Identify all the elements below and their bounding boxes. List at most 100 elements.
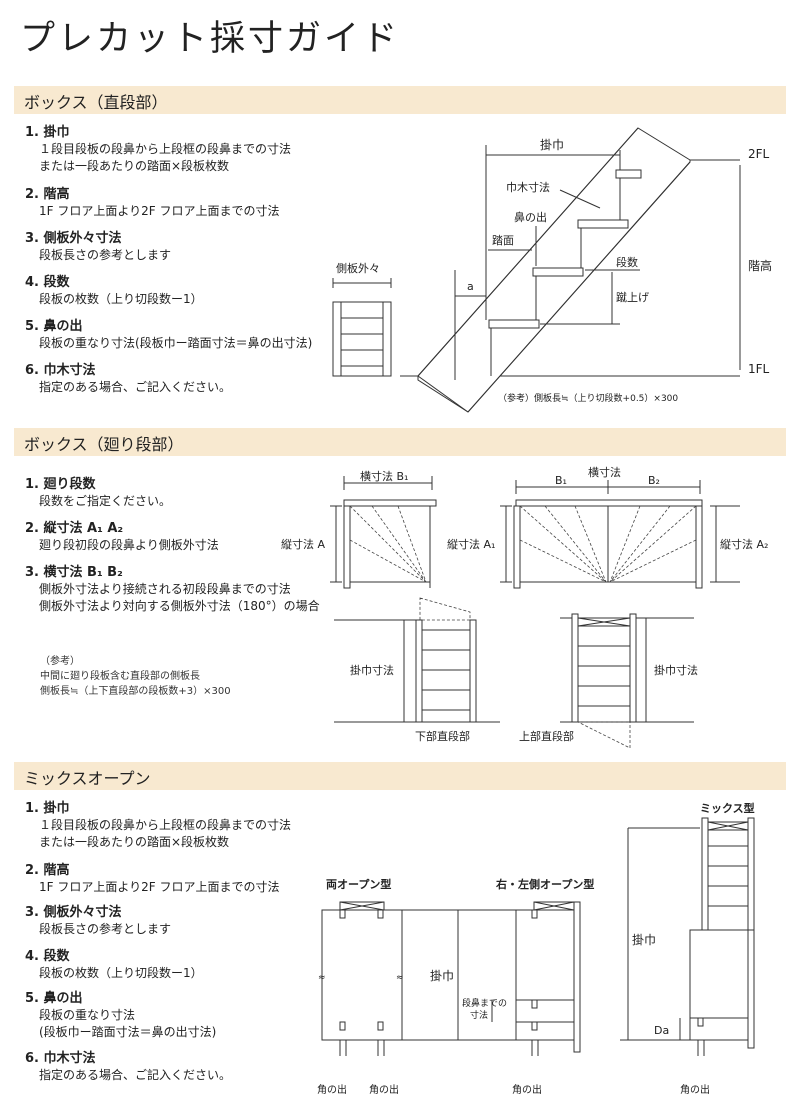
section-title: ボックス（廻り段部）: [24, 435, 184, 454]
label-jobu: 上部直段部: [519, 729, 574, 743]
item-heading: 3. 側板外々寸法: [25, 231, 122, 246]
label-kado: 角の出: [317, 1083, 347, 1096]
label-yoko: 横寸法: [588, 465, 621, 479]
label-da: Da: [654, 1024, 669, 1037]
item-text: 指定のある場合、ご記入ください。: [39, 380, 232, 394]
item-heading: 2. 階高: [25, 863, 70, 878]
list-item: 3. 側板外々寸法 段板長さの参考とします: [25, 904, 171, 938]
both-open-plan: 両オープン型 ≈ ≈ 角の出 角の出: [317, 877, 404, 1096]
list-item: 4. 段数 段板の枚数（上り切段数ー1）: [25, 948, 203, 982]
label-danbana2: 寸法: [470, 1009, 488, 1021]
side-view-stringer: [332, 278, 392, 377]
note-line: 側板長≒（上下直段部の段板数+3）×300: [40, 686, 231, 697]
note-line: （参考）: [40, 656, 80, 667]
label-kabu: 下部直段部: [415, 729, 470, 743]
label-ryo-open: 両オープン型: [326, 877, 391, 891]
item-text: 1F フロア上面より2F フロア上面までの寸法: [39, 204, 280, 218]
label-2fl: 2FL: [748, 147, 770, 161]
label-kado: 角の出: [369, 1083, 399, 1096]
label-danbana1: 段鼻までの: [462, 997, 507, 1009]
label-b2: B₂: [648, 474, 660, 487]
item-heading: 2. 階高: [25, 187, 70, 202]
list-item: 1. 掛巾 １段目段板の段鼻から上段框の段鼻までの寸法 または一段あたりの踏面×…: [25, 800, 291, 851]
item-heading: 1. 掛巾: [25, 801, 70, 816]
item-heading: 2. 縦寸法 A₁ A₂: [25, 521, 124, 536]
list-item: 4. 段数 段板の枚数（上り切段数ー1）: [25, 274, 203, 308]
list-item: 6. 巾木寸法 指定のある場合、ご記入ください。: [25, 362, 231, 396]
item-heading: 4. 段数: [25, 949, 70, 964]
item-heading: 5. 鼻の出: [25, 991, 83, 1006]
item-text: 段板長さの参考とします: [39, 922, 172, 936]
item-text: 段板の重なり寸法(段板巾ー踏面寸法＝鼻の出寸法): [39, 336, 313, 350]
label-1fl: 1FL: [748, 362, 770, 376]
winder-single-plan: 横寸法 B₁ 縦寸法 A: [281, 469, 437, 589]
item-text: 段板の枚数（上り切段数ー1）: [39, 966, 203, 980]
list-item: 2. 階高 1F フロア上面より2F フロア上面までの寸法: [25, 186, 279, 220]
list-item: 5. 鼻の出 段板の重なり寸法 (段板巾ー踏面寸法＝鼻の出寸法): [25, 990, 216, 1041]
label-a: a: [467, 280, 474, 293]
stringer-length-note: （参考）側板長≒（上り切段数+0.5）×300: [498, 392, 678, 404]
page-title: プレカット採寸ガイド: [20, 19, 401, 59]
list-item: 1. 廻り段数 段数をご指定ください。: [25, 476, 171, 510]
label-kakehaba-sunpo: 掛巾寸法: [350, 663, 394, 677]
item-text: 段数をご指定ください。: [39, 494, 172, 508]
label-kakehaba-mix: 掛巾: [430, 968, 454, 983]
upper-straight-section: 掛巾寸法 上部直段部: [519, 613, 698, 749]
side-open-plan: 右・左側オープン型 段鼻までの 寸法 角の出: [462, 877, 594, 1096]
label-migi-open: 右・左側オープン型: [495, 877, 594, 891]
label-kado: 角の出: [512, 1083, 542, 1096]
item-text: １段目段板の段鼻から上段框の段鼻までの寸法: [39, 142, 292, 156]
label-fumizura: 踏面: [492, 233, 514, 247]
label-yoko-b1: 横寸法 B₁: [360, 469, 408, 483]
item-text: 廻り段初段の段鼻より側板外寸法: [39, 538, 219, 552]
label-b1: B₁: [555, 474, 567, 487]
break-mark: ≈: [318, 973, 326, 983]
list-item: 3. 横寸法 B₁ B₂ 側板外寸法より接続される初段段鼻までの寸法 側板外寸法…: [25, 564, 320, 615]
item-heading: 3. 側板外々寸法: [25, 905, 122, 920]
item-heading: 1. 廻り段数: [25, 477, 96, 492]
label-hananode: 鼻の出: [514, 210, 547, 224]
section-title: ボックス（直段部）: [24, 93, 168, 112]
item-heading: 1. 掛巾: [25, 125, 70, 140]
winder-stair-diagram: 横寸法 B₁ 縦寸法 A 横寸法 B₁ B₂: [281, 465, 768, 749]
item-text: 指定のある場合、ご記入ください。: [39, 1068, 232, 1082]
mix-type-plan: ミックス型 掛巾 Da 角の出: [620, 801, 755, 1096]
item-text: １段目段板の段鼻から上段框の段鼻までの寸法: [39, 818, 292, 832]
list-item: 2. 階高 1F フロア上面より2F フロア上面までの寸法: [25, 862, 279, 896]
list-item: 6. 巾木寸法 指定のある場合、ご記入ください。: [25, 1050, 231, 1084]
label-kakehaba: 掛巾: [540, 137, 564, 152]
label-gawaita: 側板外々: [336, 261, 380, 275]
note-line: 中間に廻り段板含む直段部の側板長: [40, 671, 200, 682]
item-text: 段板長さの参考とします: [39, 248, 172, 262]
item-text: 段板の重なり寸法: [39, 1008, 136, 1022]
label-kaidaka: 階高: [748, 258, 772, 273]
item-text: または一段あたりの踏面×段板枚数: [39, 835, 230, 849]
section-header-mix-open: ミックスオープン: [14, 762, 786, 790]
item-text: または一段あたりの踏面×段板枚数: [39, 159, 230, 173]
lower-straight-section: 掛巾寸法 下部直段部: [334, 597, 500, 743]
break-mark: ≈: [396, 973, 404, 983]
item-text: (段板巾ー踏面寸法＝鼻の出寸法): [39, 1025, 217, 1039]
item-heading: 6. 巾木寸法: [25, 363, 96, 378]
item-text: 1F フロア上面より2F フロア上面までの寸法: [39, 880, 280, 894]
winder-double-plan: 横寸法 B₁ B₂ 縦寸法 A₁ 縦寸法 A₂: [447, 465, 768, 589]
list-item: 2. 縦寸法 A₁ A₂ 廻り段初段の段鼻より側板外寸法: [25, 520, 219, 554]
list-item: 5. 鼻の出 段板の重なり寸法(段板巾ー踏面寸法＝鼻の出寸法): [25, 318, 312, 352]
list-item: 3. 側板外々寸法 段板長さの参考とします: [25, 230, 171, 264]
list-item: 1. 掛巾 １段目段板の段鼻から上段框の段鼻までの寸法 または一段あたりの踏面×…: [25, 124, 291, 175]
item-heading: 3. 横寸法 B₁ B₂: [25, 565, 123, 580]
label-tate-a2: 縦寸法 A₂: [720, 537, 768, 551]
item-text: 段板の枚数（上り切段数ー1）: [39, 292, 203, 306]
reference-note: （参考） 中間に廻り段板含む直段部の側板長 側板長≒（上下直段部の段板数+3）×…: [40, 654, 231, 699]
label-kakehaba-mixtype: 掛巾: [632, 932, 656, 947]
item-heading: 6. 巾木寸法: [25, 1051, 96, 1066]
label-tate-a1: 縦寸法 A₁: [447, 537, 495, 551]
label-kakehaba-sunpo-upper: 掛巾寸法: [654, 663, 698, 677]
section-header-box-winder: ボックス（廻り段部）: [14, 428, 786, 456]
label-keage: 蹴上げ: [616, 290, 649, 304]
section-header-box-straight: ボックス（直段部）: [14, 86, 786, 114]
label-mix: ミックス型: [700, 801, 755, 815]
item-heading: 5. 鼻の出: [25, 319, 83, 334]
label-tate-a: 縦寸法 A: [281, 537, 325, 551]
